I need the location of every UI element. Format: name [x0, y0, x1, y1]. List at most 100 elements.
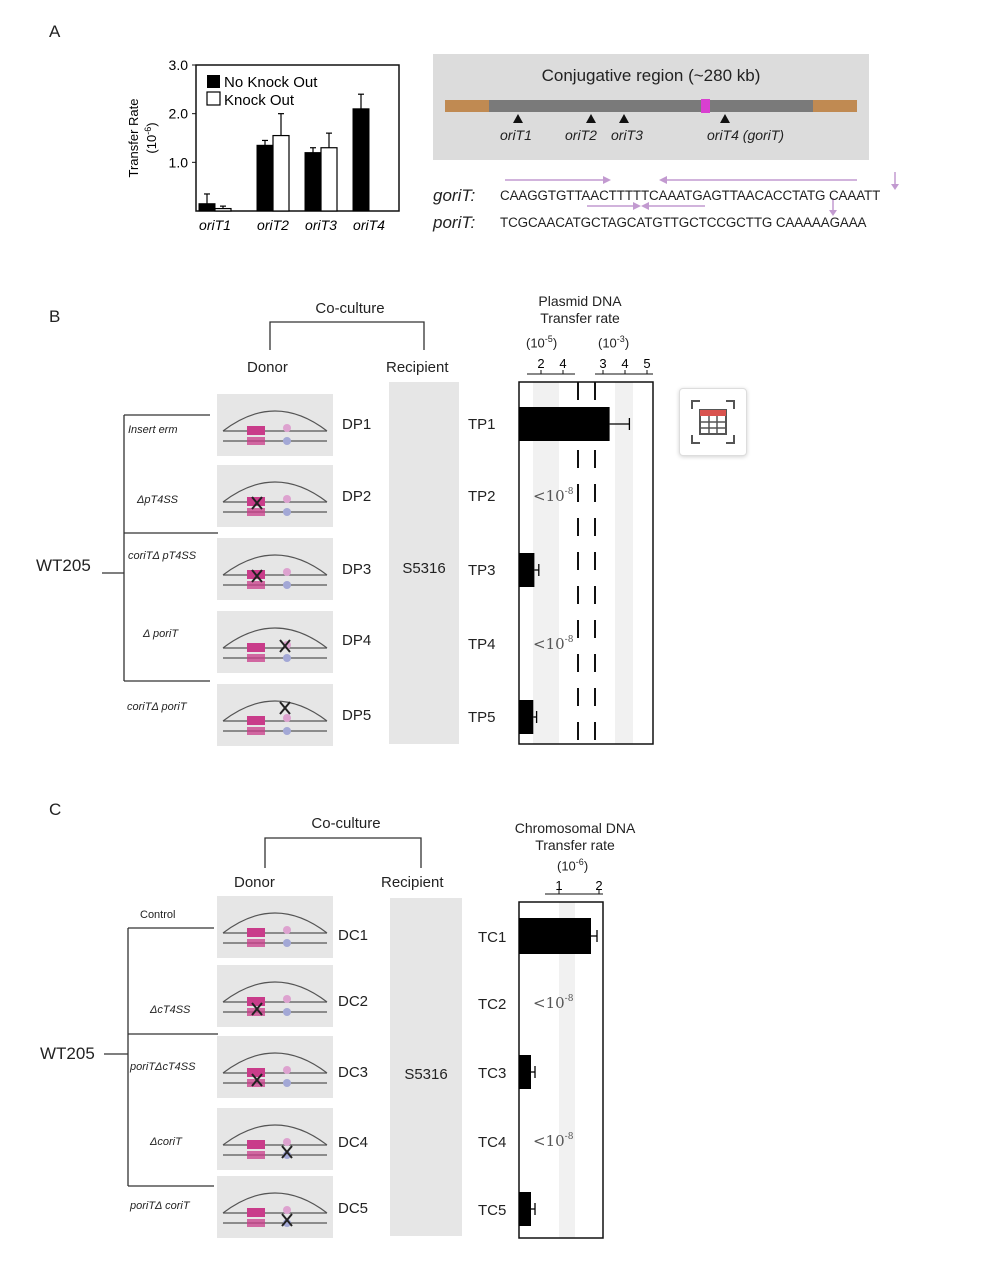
bar-no-ko-oriT2 — [256, 144, 274, 212]
y-axis-unit: (10-6) — [143, 122, 159, 153]
donor-diagram-dc4-bg — [217, 1108, 333, 1170]
lineage-tree-c — [104, 927, 218, 1187]
donor-label-b: Donor — [247, 359, 288, 376]
donor-diagram-dp1-corit-dot — [283, 437, 291, 445]
tc-label-5: TC5 — [478, 1202, 507, 1219]
donor-diagram-dp4-bg — [217, 611, 333, 673]
mutation-label-dc2: ΔcT4SS — [150, 1004, 191, 1016]
chart-b-band-2 — [615, 382, 633, 744]
donor-id-dp3: DP3 — [342, 561, 372, 578]
orit4-marker — [720, 114, 730, 123]
gorit-label: goriT: — [433, 186, 476, 205]
recipient-label-b: Recipient — [386, 359, 449, 376]
mutation-label-dc1: Control — [140, 909, 176, 921]
tc-label-4: TC4 — [478, 1134, 507, 1151]
donor-diagram-dc2-porit-dot — [283, 995, 291, 1003]
donor-diagram-dc5-porit-dot — [283, 1206, 291, 1214]
donor-diagram-dp5-pt4ss-block — [247, 716, 265, 725]
donor-diagram-dc2-ct4ss-block — [247, 1008, 265, 1016]
chart-a-frame — [195, 64, 400, 212]
donor-diagram-dp4-plasmid-arc — [222, 627, 328, 649]
donor-diagram-dc5-plasmid-arc — [222, 1192, 328, 1214]
chart-c-title-1: Chromosomal DNA — [514, 820, 636, 836]
donor-id-dc1: DC1 — [338, 927, 369, 944]
donor-id-dp4: DP4 — [342, 632, 372, 649]
donor-diagram-dp5-plasmid-arc — [222, 700, 328, 722]
chart-b-band-1 — [533, 382, 559, 744]
y-tick-label-0: 1.0 — [169, 154, 189, 170]
x-tick-label-oriT4: oriT4 — [353, 217, 385, 233]
no-transfer-label-TC2: <10-8 — [533, 994, 574, 1012]
chart-c-title-2: Transfer rate — [535, 837, 615, 853]
recipient-box-b — [389, 382, 459, 744]
panel-c-letter: C — [49, 800, 62, 819]
mutation-label-dc3: poriTΔcT4SS — [130, 1061, 196, 1073]
donor-diagram-dc1 — [217, 896, 333, 958]
c-tick-label-0: 1 — [555, 878, 562, 893]
c-tick-label-1: 2 — [595, 878, 602, 893]
tp-label-1: TP1 — [468, 416, 496, 433]
b-tick-label-left-1: 4 — [559, 356, 566, 371]
panel-a-letter: A — [49, 22, 61, 41]
donor-diagram-dc3-pt4ss-block — [247, 1068, 265, 1077]
table-view-button[interactable] — [679, 388, 747, 456]
bar-TP3 — [519, 553, 535, 587]
donor-diagram-dc4-ct4ss-block — [247, 1151, 265, 1159]
donor-diagram-dc1-plasmid-arc — [222, 912, 328, 934]
x-tick-label-oriT2: oriT2 — [257, 217, 289, 233]
donor-diagram-dc2-pt4ss-block — [247, 997, 265, 1006]
donor-diagram-dc3-porit-dot — [283, 1066, 291, 1074]
donor-diagram-dc2 — [217, 965, 333, 1027]
panel-b-letter: B — [49, 307, 61, 326]
donor-diagram-dp3-deletion-mark — [251, 569, 263, 583]
chart-b-title-2: Transfer rate — [540, 310, 620, 326]
region-flank-right — [813, 100, 857, 112]
donor-diagram-dc3 — [217, 1036, 333, 1098]
donor-id-dc3: DC3 — [338, 1064, 369, 1081]
x-tick-label-oriT1: oriT1 — [199, 217, 231, 233]
b-tick-label-left-0: 2 — [537, 356, 544, 371]
donor-diagram-dc1-pt4ss-block — [247, 928, 265, 937]
donor-diagram-dp1-bg — [217, 394, 333, 456]
donor-diagram-dp2-ct4ss-block — [247, 508, 265, 516]
y-tick-label-1: 2.0 — [169, 106, 189, 122]
tp-label-3: TP3 — [468, 562, 496, 579]
donor-diagram-dp5-corit-dot — [283, 727, 291, 735]
legend-swatch-no-ko — [207, 75, 220, 88]
donor-id-dp1: DP1 — [342, 416, 372, 433]
bar-TP5 — [519, 700, 534, 734]
recipient-strain-b: S5316 — [402, 560, 446, 577]
region-flank-left — [445, 100, 489, 112]
donor-diagram-dc3-corit-dot — [283, 1079, 291, 1087]
orit1-marker — [513, 114, 523, 123]
orit2-marker — [586, 114, 596, 123]
tc-label-1: TC1 — [478, 929, 507, 946]
donor-diagram-dp1-plasmid-arc — [222, 410, 328, 432]
no-transfer-label-TC4: <10-8 — [533, 1132, 574, 1150]
parent-label-c: WT205 — [40, 1044, 95, 1063]
donor-diagram-dp3 — [217, 538, 333, 600]
coculture-label-b: Co-culture — [315, 300, 385, 317]
tp-label-4: TP4 — [468, 636, 496, 653]
mutation-label-dc5: poriTΔ coriT — [130, 1200, 190, 1212]
region-backbone — [445, 100, 857, 112]
chart-c-unit: (10-6) — [557, 857, 589, 874]
donor-diagram-dc5-pt4ss-block — [247, 1208, 265, 1217]
donor-diagram-dp1-pt4ss-block — [247, 426, 265, 435]
legend-label-ko: Knock Out — [224, 92, 295, 109]
bar-ko-oriT1 — [214, 207, 232, 212]
donor-diagram-dp4-deletion-mark — [279, 639, 291, 653]
tp-label-2: TP2 — [468, 488, 496, 505]
no-transfer-label-TP2: <10-8 — [533, 487, 574, 505]
coculture-label-c: Co-culture — [311, 815, 381, 832]
orit2-label: oriT2 — [565, 127, 597, 143]
donor-diagram-dp5 — [217, 684, 333, 746]
bar-no-ko-oriT3 — [304, 152, 322, 212]
b-tick-label-right-2: 5 — [643, 356, 650, 371]
donor-diagram-dc2-deletion-mark — [251, 1002, 263, 1016]
b-tick-label-right-1: 4 — [621, 356, 628, 371]
